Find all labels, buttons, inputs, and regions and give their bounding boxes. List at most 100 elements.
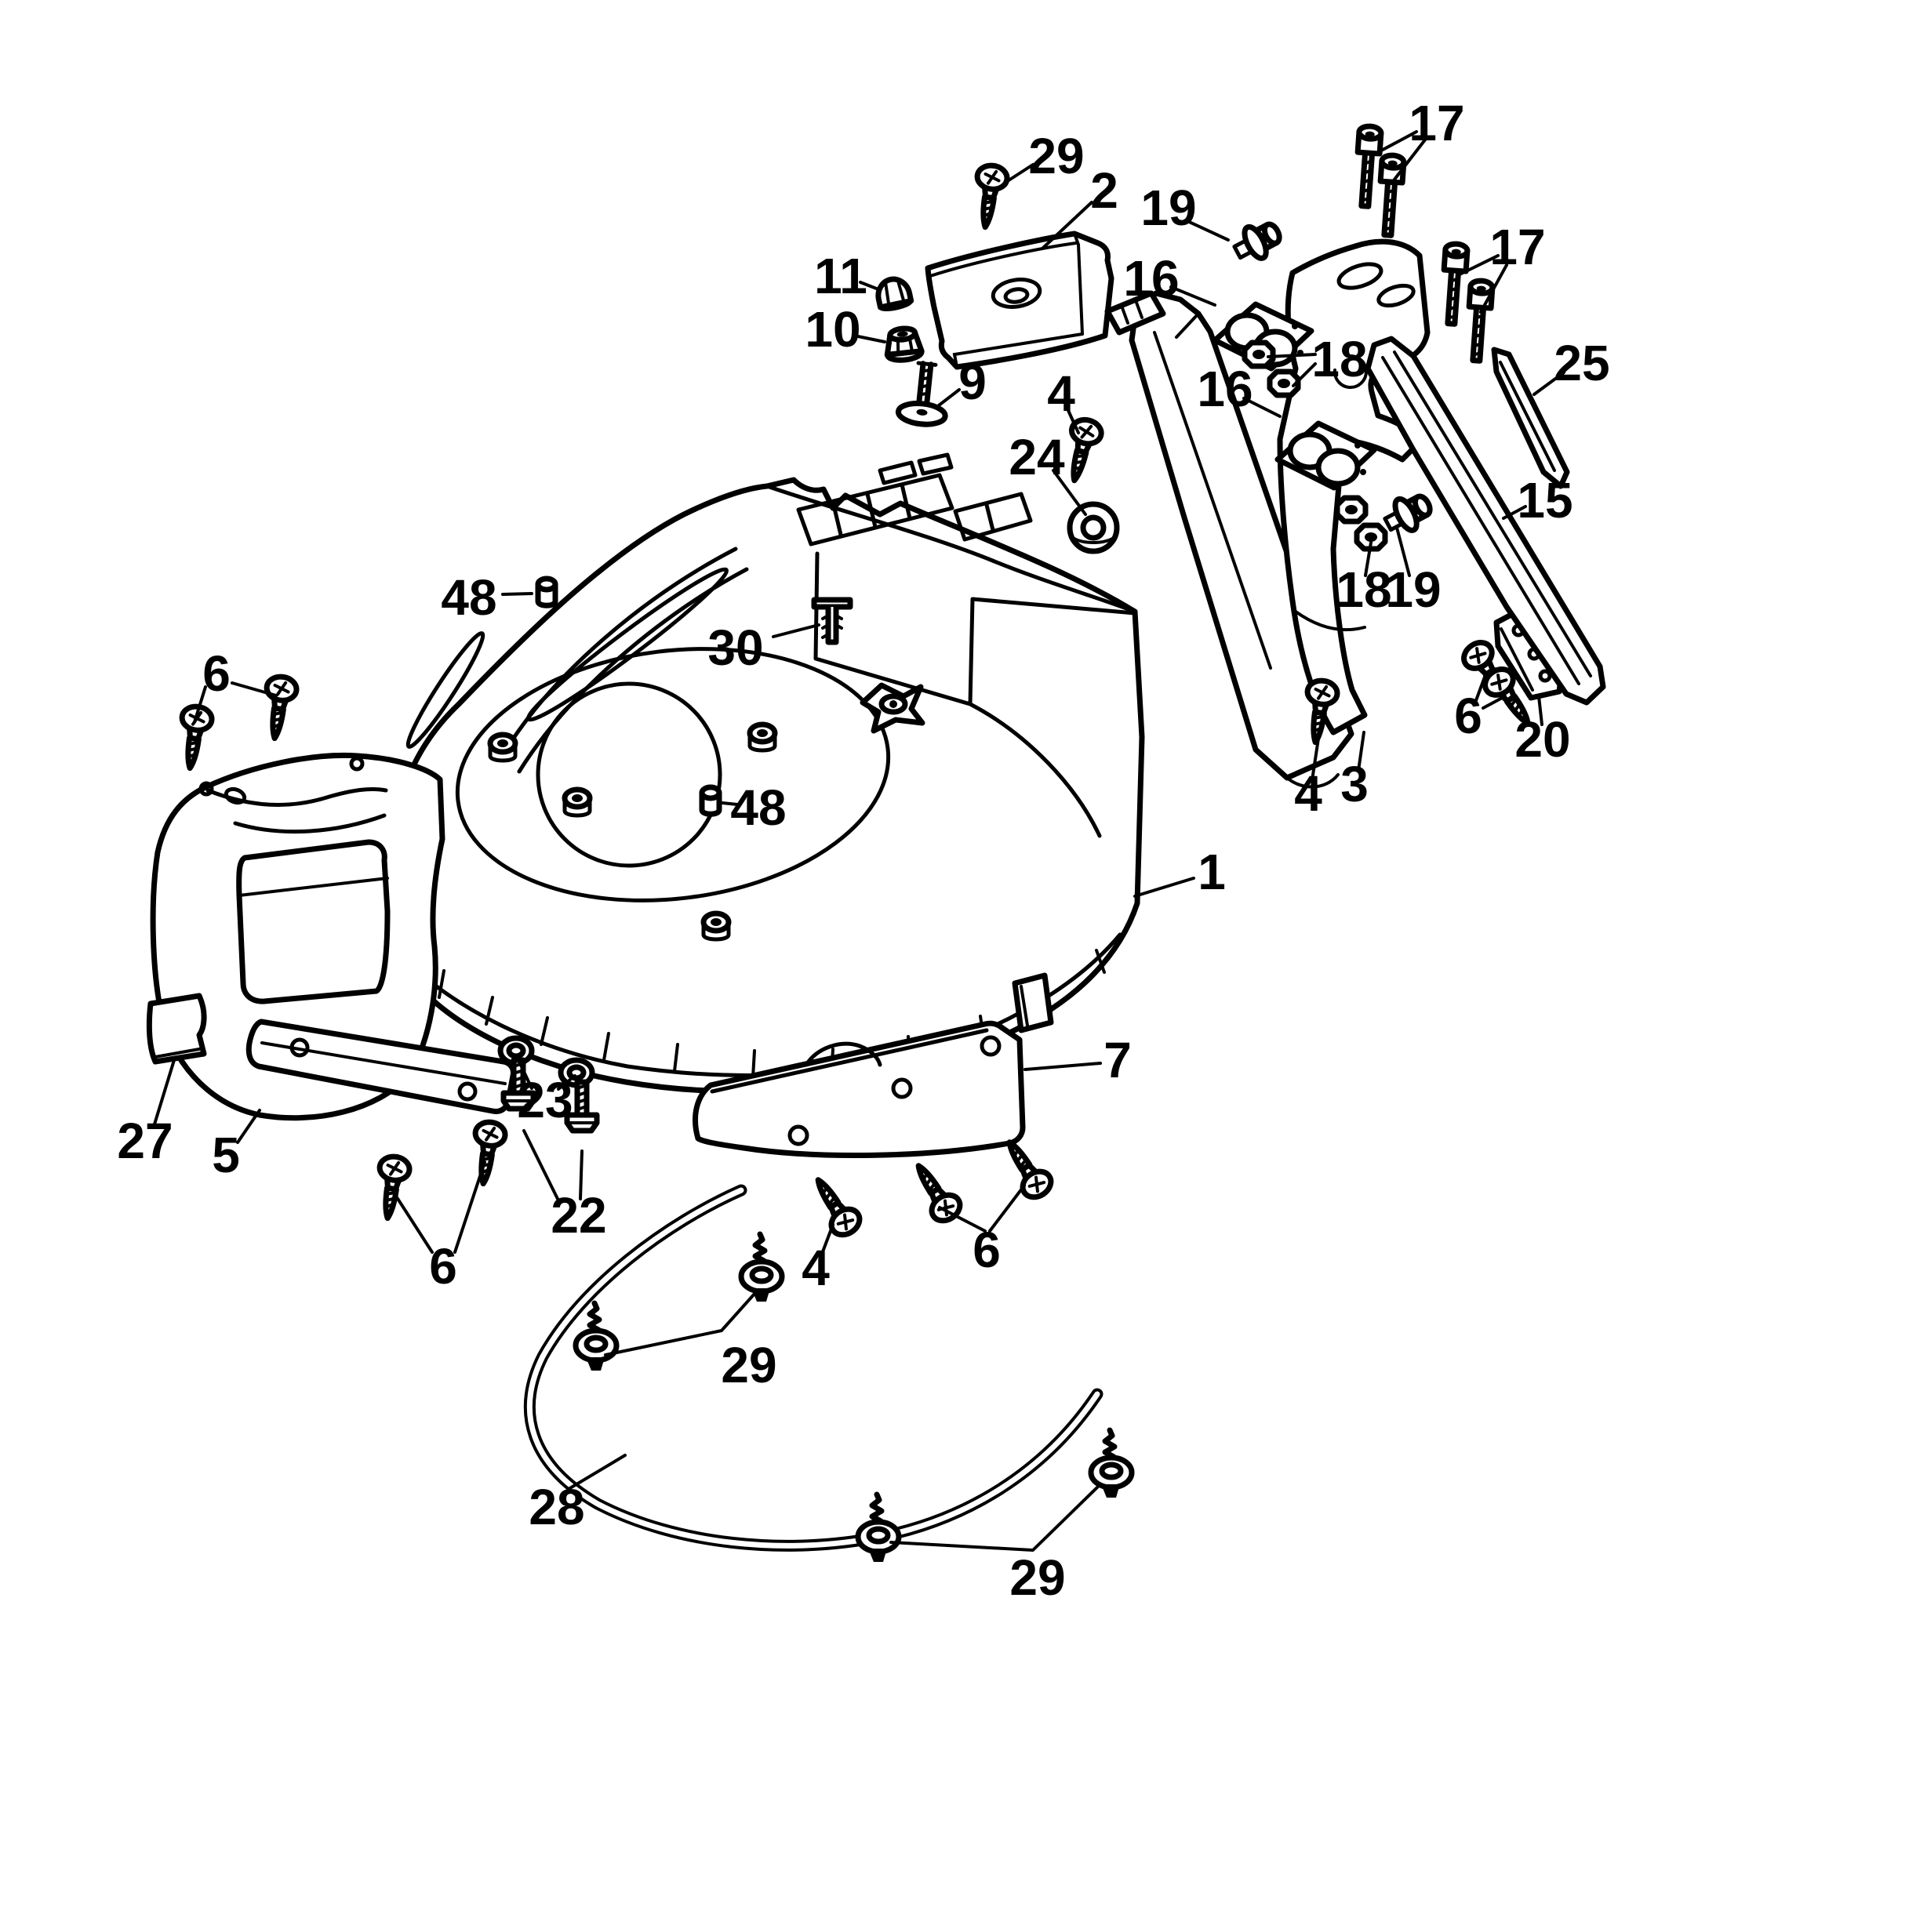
leader-line-22: [522, 1129, 560, 1202]
leader-line-23: [517, 1059, 533, 1090]
callout-label-48-center: 48: [730, 779, 786, 836]
callout-label-23: 23: [517, 1072, 573, 1128]
leader-line-17-right: [1479, 263, 1508, 314]
deck-side-slot: [405, 631, 485, 749]
pan-screw-icon: [468, 1120, 507, 1186]
part-15-rear-skirt: [1365, 336, 1606, 706]
leader-line-7: [1023, 1062, 1102, 1071]
callout-label-11: 11: [814, 248, 867, 304]
callout-label-4-upper: 4: [1047, 365, 1075, 422]
part-27-flap: [146, 993, 207, 1065]
leader-line-9: [937, 388, 961, 407]
callout-label-6-bottom-left: 6: [429, 1238, 457, 1295]
callout-label-28: 28: [529, 1479, 584, 1535]
leader-line-19-upper: [1184, 219, 1230, 242]
leader-line-25: [1533, 371, 1565, 396]
leader-line-3: [1357, 731, 1365, 772]
leader-line-6-bottom-right: [988, 1184, 1026, 1233]
callout-label-16-lower: 16: [1197, 361, 1253, 417]
callout-label-16-upper: 16: [1123, 250, 1179, 307]
leader-line-19-lower: [1395, 526, 1411, 577]
callout-label-29-bottom: 29: [1009, 1549, 1065, 1606]
pan-screw-icon: [970, 164, 1009, 230]
leader-line-18-upper: [1267, 353, 1317, 358]
leader-line-6-bottom-left: [453, 1160, 486, 1254]
callout-label-27: 27: [117, 1113, 173, 1169]
leader-line-16-lower: [1242, 397, 1282, 418]
leader-line-22: [579, 1149, 584, 1200]
cap-nut-icon: [875, 276, 912, 311]
leader-line-4-bottom: [820, 1223, 834, 1255]
callout-label-48-left: 48: [441, 569, 496, 626]
callout-label-19-upper: 19: [1140, 180, 1196, 236]
leader-line-10: [853, 334, 886, 343]
leader-line-27: [152, 1059, 176, 1128]
callout-label-6-top-left: 6: [202, 645, 231, 702]
leader-line-4-right: [1311, 737, 1320, 782]
pan-screw-icon: [260, 675, 298, 741]
leader-line-6-right: [1482, 695, 1507, 710]
socket-bolt-icon: [1440, 243, 1467, 325]
callout-label-22: 22: [551, 1187, 606, 1244]
callout-label-6-right: 6: [1454, 688, 1482, 744]
leader-line-23: [557, 1074, 576, 1091]
center-baffle-column: [1104, 290, 1354, 789]
pan-screw-icon: [805, 1171, 864, 1240]
leader-line-4-upper: [1065, 405, 1080, 434]
leader-line-17-upper: [1369, 130, 1418, 158]
callout-label-17-upper: 17: [1409, 95, 1464, 151]
leader-line-17-upper: [1390, 137, 1427, 185]
callout-label-20: 20: [1514, 711, 1570, 768]
plug-icon: [702, 787, 719, 814]
leader-line-15: [1502, 505, 1527, 520]
part-28-trim-strip: [523, 1184, 1103, 1552]
deck-boss: [747, 721, 778, 753]
pan-screw-icon: [175, 705, 213, 771]
deck-boss: [700, 910, 732, 942]
callout-label-2: 2: [1090, 162, 1118, 219]
callout-label-29-middle: 29: [721, 1337, 776, 1393]
push-pin-icon: [741, 1234, 782, 1302]
callout-label-29-top: 29: [1028, 128, 1084, 184]
part-1-deck-housing: [387, 452, 1145, 1095]
leader-line-29-top: [1005, 163, 1034, 183]
leader-line-1: [1133, 877, 1195, 898]
deck-boss: [487, 732, 518, 763]
leader-line-11: [859, 281, 880, 291]
callout-label-9: 9: [958, 354, 987, 410]
socket-bolt-icon: [1376, 154, 1404, 236]
callout-label-30: 30: [707, 619, 763, 676]
leader-line-5: [236, 1109, 261, 1144]
callout-label-6-bottom-right: 6: [973, 1222, 1001, 1278]
push-pin-icon: [576, 1303, 616, 1371]
push-pin-icon: [858, 1494, 899, 1562]
part-2-cover-plate: [925, 231, 1114, 370]
leader-layer: [152, 130, 1565, 1552]
leader-line-29-middle: [604, 1292, 756, 1356]
deck-engine-opening: [536, 681, 722, 868]
parts-layer: [146, 231, 1606, 1552]
callout-label-24: 24: [1009, 429, 1065, 485]
deck-boss: [562, 786, 593, 818]
leader-line-48-center: [721, 801, 739, 806]
leader-line-2: [1042, 201, 1093, 249]
callout-label-3: 3: [1340, 756, 1369, 812]
plug-icon: [538, 579, 555, 605]
leader-line-30: [772, 623, 820, 638]
leader-line-29-bottom: [889, 1485, 1100, 1552]
callout-label-4-bottom: 4: [802, 1240, 830, 1296]
leader-line-28: [567, 1454, 627, 1491]
grommet-icon: [1070, 504, 1117, 551]
callout-label-7: 7: [1103, 1032, 1132, 1088]
pan-screw-icon: [1060, 417, 1103, 485]
leader-line-20: [1537, 695, 1543, 726]
part-16-hinge-bracket-lower: [1274, 420, 1377, 491]
leader-line-6-right: [1474, 671, 1488, 704]
part-3-side-baffle: [1277, 238, 1431, 735]
callout-label-18-lower: 18: [1336, 561, 1391, 618]
flange-hex-nut-icon: [885, 327, 922, 361]
callout-label-5: 5: [212, 1127, 240, 1183]
callout-label-10: 10: [805, 301, 860, 358]
socket-bolt-icon: [1465, 280, 1493, 361]
